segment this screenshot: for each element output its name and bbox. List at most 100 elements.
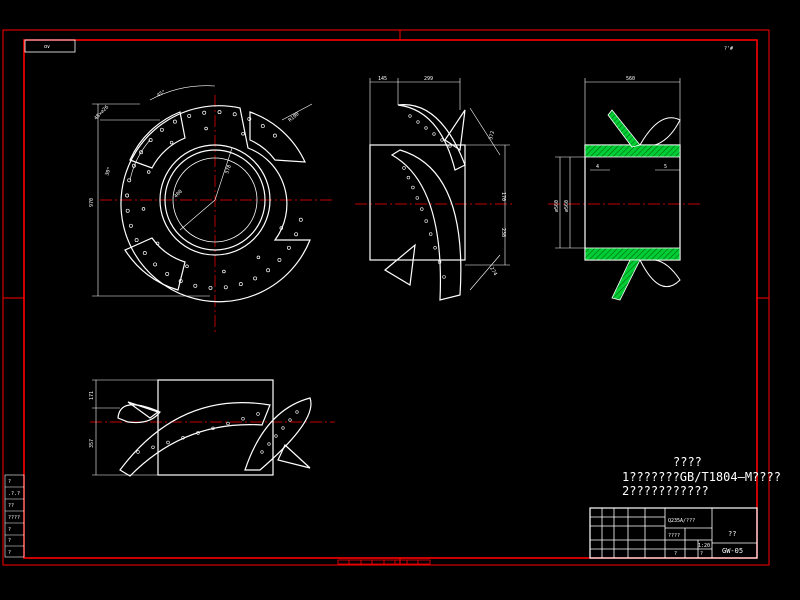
bolt-hole <box>408 114 412 118</box>
dim-section-left-b: ∅560 <box>564 200 570 212</box>
bolt-hole <box>424 126 428 130</box>
tb-cell-c: ? <box>700 551 703 557</box>
bolt-hole <box>193 283 198 288</box>
bolt-hole <box>411 185 415 190</box>
bolt-hole <box>288 418 292 422</box>
bolt-hole <box>266 268 271 273</box>
dim-side-right-b: 170 <box>500 192 506 201</box>
bolt-hole <box>139 150 144 155</box>
plan-bolt-holes <box>136 410 299 454</box>
left-strip-3: ???? <box>8 515 20 521</box>
title-block: Q235A/??? ?? 1:20 GW-05 ???? ? ? <box>589 507 758 559</box>
dim-inner-a: 578 <box>224 164 233 175</box>
bolt-hole <box>402 166 406 170</box>
bolt-hole <box>238 282 243 287</box>
bolt-hole <box>433 246 437 250</box>
bolt-hole <box>448 144 452 148</box>
dim-side-right-a: 372 <box>488 130 496 140</box>
bolt-hole <box>286 245 291 250</box>
bolt-hole <box>127 178 132 183</box>
bottom-scale-strip <box>337 559 431 565</box>
bolt-hole <box>256 255 261 260</box>
dim-section-inner-left: 4 <box>596 164 599 170</box>
left-strip: ? .?.? ?? ???? ? ? ? <box>4 474 25 558</box>
bolt-hole <box>437 260 442 264</box>
bolt-hole <box>148 138 153 143</box>
bolt-hole <box>253 276 258 281</box>
left-strip-5: ? <box>8 538 11 544</box>
bolt-hole <box>187 113 192 118</box>
front-view: 970 45° 48×∅26 R100 30° 578 400 <box>89 85 335 335</box>
bolt-hole <box>440 138 444 142</box>
bolt-hole <box>232 112 237 117</box>
notes-line-1: 1???????GB/T1804—M???? <box>622 470 781 484</box>
bolt-hole <box>267 442 271 446</box>
section-hatch-bottom <box>584 247 681 261</box>
inner-border <box>23 39 758 559</box>
side-bolt-holes <box>402 114 452 279</box>
bolt-hole <box>416 120 420 124</box>
bolt-hole <box>294 232 299 237</box>
bolt-hole <box>169 140 174 145</box>
bolt-hole <box>226 421 230 426</box>
tb-drawing-no: GW-05 <box>722 547 743 555</box>
section-blade-top <box>607 109 641 148</box>
bolt-hole <box>165 271 170 276</box>
bolt-hole <box>151 445 155 449</box>
bolt-hole <box>155 241 160 246</box>
bolt-hole <box>178 279 183 284</box>
bolt-hole <box>260 124 265 129</box>
sheet-frame <box>2 29 770 566</box>
tb-scale: 1:20 <box>698 543 710 549</box>
bolt-hole <box>429 232 433 236</box>
bolt-hole <box>202 110 207 115</box>
bolt-hole <box>181 436 185 440</box>
bolt-hole <box>223 285 228 290</box>
bolt-hole <box>406 175 411 180</box>
bolt-hole <box>208 285 213 290</box>
bolt-hole <box>166 440 170 445</box>
bolt-hole <box>272 133 277 138</box>
notes-title: ???? <box>673 455 702 469</box>
tb-material: Q235A/??? <box>668 518 695 524</box>
section-blade-bottom <box>611 259 641 301</box>
bolt-hole <box>260 450 264 454</box>
bolt-hole <box>222 269 226 274</box>
bolt-hole <box>204 126 208 131</box>
dim-diameter: 970 <box>89 198 95 207</box>
left-strip-2: ?? <box>8 503 14 509</box>
bolt-hole <box>241 417 245 421</box>
dim-chamfer: R100 <box>287 111 300 123</box>
technical-notes: ???? 1???????GB/T1804—M???? 2??????????? <box>622 455 781 498</box>
notes-line-2: 2??????????? <box>622 484 709 498</box>
bolt-hole <box>185 264 189 269</box>
bolt-hole <box>125 193 130 198</box>
bolt-hole <box>247 116 252 121</box>
dim-section-top: 560 <box>626 76 635 82</box>
left-strip-1: .?.? <box>8 491 20 497</box>
dim-section-left-a: ∅560 <box>554 200 560 212</box>
bolt-hole-ring <box>125 110 303 290</box>
dim-side-right-d: 274 <box>488 266 498 277</box>
left-strip-4: ? <box>8 527 11 533</box>
dim-plan-left-a: 171 <box>89 391 95 400</box>
bolt-hole <box>279 226 284 230</box>
bolt-hole <box>134 238 139 243</box>
bolt-hole <box>196 431 200 435</box>
bolt-hole <box>298 217 303 222</box>
plan-view: 171 357 <box>89 379 335 477</box>
left-strip-6: ? <box>8 550 11 556</box>
bolt-hole <box>125 208 130 213</box>
bolt-hole <box>424 219 428 223</box>
dim-side-top-a: 145 <box>378 76 387 82</box>
drawing-code-box <box>24 39 76 53</box>
tb-cell-b: ? <box>674 551 677 557</box>
dim-inner-b: 400 <box>173 189 184 200</box>
bolt-hole <box>442 275 446 279</box>
bolt-hole <box>153 262 158 267</box>
bolt-hole <box>281 426 285 430</box>
bolt-hole <box>274 434 278 438</box>
dim-plan-left-b: 357 <box>89 439 95 448</box>
dim-section-inner-right: 5 <box>664 164 667 170</box>
